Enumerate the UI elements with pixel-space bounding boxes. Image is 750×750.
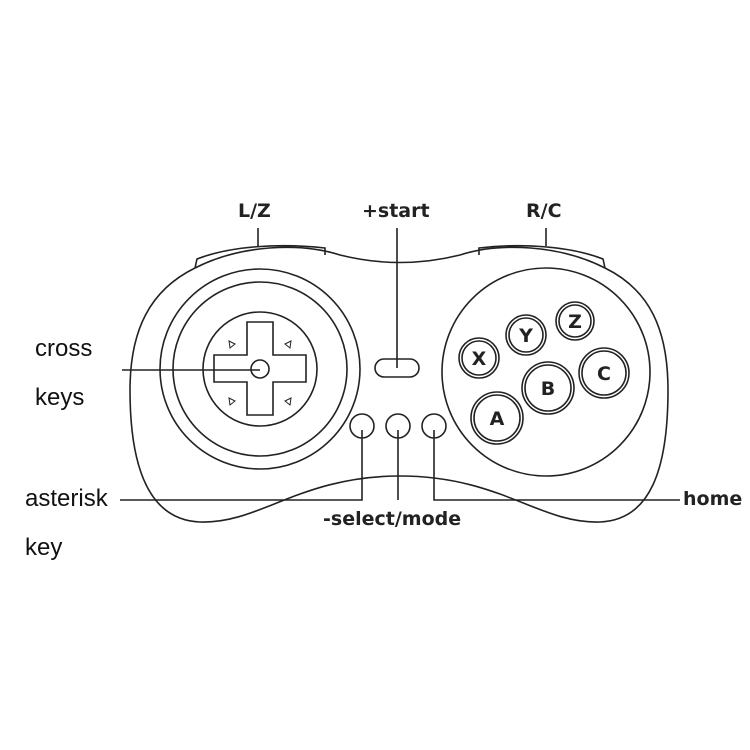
cross-keys-label-line1: cross [35, 335, 93, 362]
left-shoulder-button [194, 244, 326, 269]
dpad-center [250, 359, 270, 379]
face-button-area [441, 267, 651, 477]
dpad-outer-ring [159, 268, 361, 470]
button-a: A [490, 408, 505, 430]
lz-label: L/Z [238, 200, 271, 222]
dpad-inner-ring [202, 311, 318, 427]
rc-label: R/C [526, 200, 562, 222]
arrow-up-right-icon [284, 340, 292, 349]
home-leader-line [433, 430, 680, 501]
cross-keys-label-line2: keys [35, 384, 85, 411]
face-buttons [458, 301, 630, 445]
asterisk-label-line2: key [25, 534, 63, 561]
home-label: home [683, 488, 743, 510]
cross-keys [213, 321, 307, 416]
arrow-down-right-icon [284, 397, 292, 406]
arrow-up-left-icon [228, 340, 236, 349]
button-z: Z [568, 311, 582, 333]
select-mode-label: -select/mode [323, 508, 462, 530]
controller-body [129, 246, 669, 523]
asterisk-leader-line [120, 430, 363, 501]
button-y: Y [518, 325, 533, 347]
right-shoulder-button [478, 244, 606, 269]
arrow-down-left-icon [228, 397, 236, 406]
start-label: +start [362, 200, 430, 222]
button-c: C [597, 363, 611, 385]
asterisk-label-line1: asterisk [25, 485, 108, 512]
button-b: B [541, 378, 555, 400]
dpad-middle-ring [172, 281, 348, 457]
button-x: X [472, 348, 487, 370]
